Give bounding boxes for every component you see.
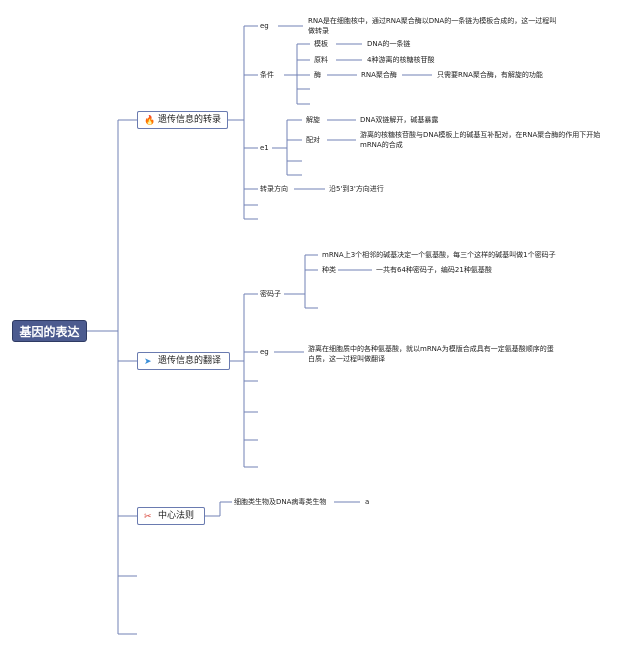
condition-enzyme-key[interactable]: 酶 — [314, 71, 321, 79]
branch-transcription-label: 遗传信息的转录 — [158, 115, 222, 125]
translation-eg-label[interactable]: eg — [260, 348, 269, 356]
codon-definition[interactable]: mRNA上3个相邻的碱基决定一个氨基酸，每三个这样的碱基叫做1个密码子 — [322, 251, 556, 259]
branch-transcription[interactable]: 🔥 遗传信息的转录 — [137, 111, 228, 129]
unwind-value[interactable]: DNA双链解开，碱基暴露 — [360, 116, 439, 124]
pairing-value[interactable]: 游离的核糖核苷酸与DNA模板上的碱基互补配对，在RNA聚合酶的作用下开始mRNA… — [360, 131, 601, 149]
branch-central-dogma[interactable]: ✂ 中心法则 — [137, 507, 205, 525]
direction-value[interactable]: 沿5'到3'方向进行 — [329, 185, 384, 193]
flame-icon: 🔥 — [144, 116, 156, 126]
codon-label[interactable]: 密码子 — [260, 290, 281, 298]
e1-label[interactable]: e1 — [260, 144, 269, 152]
condition-enzyme-value[interactable]: RNA聚合酶 — [361, 71, 397, 79]
branch-translation-label: 遗传信息的翻译 — [158, 356, 222, 366]
transcription-eg-text[interactable]: RNA是在细胞核中，通过RNA聚合酶以DNA的一条链为模板合成的，这一过程叫做转… — [308, 17, 557, 35]
codon-kinds-label[interactable]: 种类 — [322, 266, 336, 274]
branch-translation[interactable]: ➤ 遗传信息的翻译 — [137, 352, 230, 370]
dogma-item-value[interactable]: a — [365, 498, 370, 506]
direction-label[interactable]: 转录方向 — [260, 185, 288, 193]
root-node[interactable]: 基因的表达 — [12, 320, 87, 342]
tools-icon: ✂ — [144, 512, 152, 522]
translation-eg-text[interactable]: 游离在细胞质中的各种氨基酸，就以mRNA为模版合成具有一定氨基酸顺序的蛋白质，这… — [308, 345, 554, 363]
condition-enzyme-extra[interactable]: 只需要RNA聚合酶，有解旋的功能 — [437, 71, 543, 79]
condition-material-key[interactable]: 原料 — [314, 56, 328, 64]
condition-template-value[interactable]: DNA的一条链 — [367, 40, 411, 48]
unwind-key[interactable]: 解旋 — [306, 116, 320, 124]
condition-material-value[interactable]: 4种游离的核糖核苷酸 — [367, 56, 435, 64]
dogma-item-label[interactable]: 细胞类生物及DNA病毒类生物 — [234, 498, 327, 506]
conditions-label[interactable]: 条件 — [260, 71, 274, 79]
transcription-eg-label[interactable]: eg — [260, 22, 269, 30]
condition-template-key[interactable]: 模板 — [314, 40, 328, 48]
branch-central-dogma-label: 中心法则 — [158, 511, 195, 521]
pairing-key[interactable]: 配对 — [306, 136, 320, 144]
paper-plane-icon: ➤ — [144, 357, 152, 367]
codon-kinds-value[interactable]: 一共有64种密码子，编码21种氨基酸 — [376, 266, 492, 274]
